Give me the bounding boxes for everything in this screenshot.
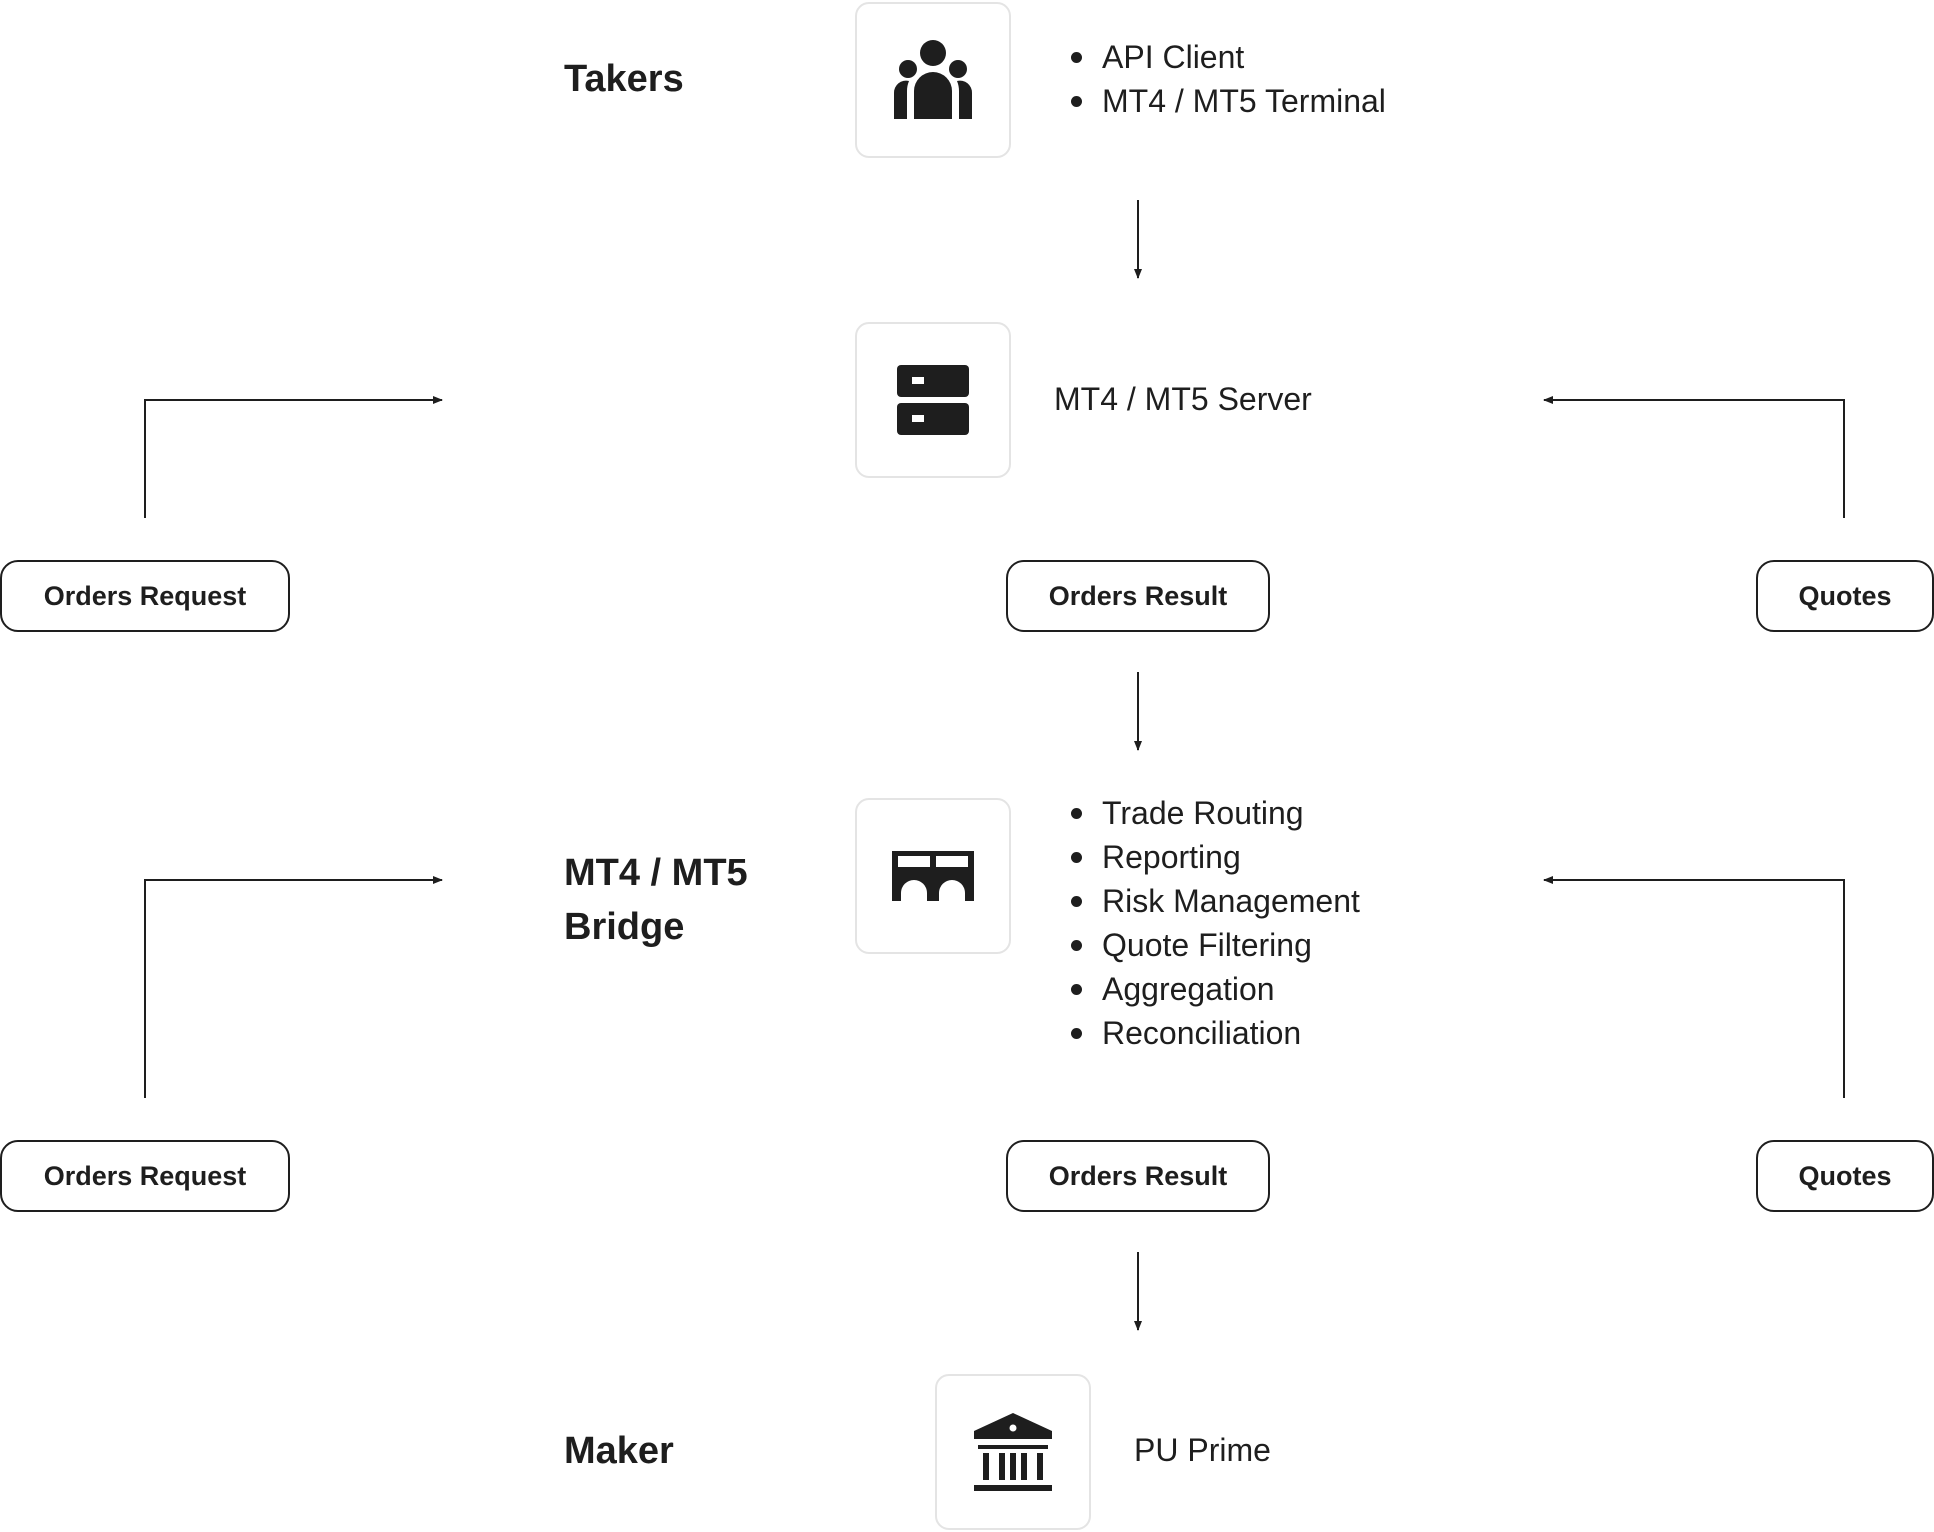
list-item: Aggregation [1070, 967, 1360, 1011]
bridge-list: Trade Routing Reporting Risk Management … [1070, 791, 1360, 1055]
list-item: Reporting [1070, 835, 1360, 879]
bank-icon [974, 1413, 1052, 1491]
takers-list: API Client MT4 / MT5 Terminal [1070, 35, 1386, 123]
bridge-icon-box [855, 798, 1011, 954]
arrow-lower-quotes [1543, 876, 1845, 1098]
list-item: Risk Management [1070, 879, 1360, 923]
arrow-upper-quotes [1543, 396, 1845, 518]
bridge-icon [892, 851, 974, 901]
upper-quotes-pill: Quotes [1756, 560, 1934, 632]
list-item: Reconciliation [1070, 1011, 1360, 1055]
maker-label: Maker [564, 1430, 674, 1472]
bridge-label-line1: MT4 / MT5 [564, 852, 748, 894]
server-icon-box [855, 322, 1011, 478]
users-icon [893, 40, 973, 119]
lower-orders-request-pill: Orders Request [0, 1140, 290, 1212]
arrow-upper-orders-request [144, 396, 443, 518]
list-item: Trade Routing [1070, 791, 1360, 835]
lower-orders-result-pill: Orders Result [1006, 1140, 1270, 1212]
takers-icon-box [855, 2, 1011, 158]
lower-quotes-pill: Quotes [1756, 1140, 1934, 1212]
upper-orders-request-pill: Orders Request [0, 560, 290, 632]
bridge-label-line2: Bridge [564, 906, 685, 948]
takers-label: Takers [564, 58, 684, 100]
maker-icon-box [935, 1374, 1091, 1530]
upper-orders-result-pill: Orders Result [1006, 560, 1270, 632]
list-item: MT4 / MT5 Terminal [1070, 79, 1386, 123]
server-label: MT4 / MT5 Server [1054, 381, 1312, 417]
list-item: API Client [1070, 35, 1386, 79]
list-item: Quote Filtering [1070, 923, 1360, 967]
bridge-label: MT4 / MT5 Bridge [564, 846, 748, 954]
arrow-lower-orders-request [144, 876, 443, 1098]
server-icon [897, 365, 969, 435]
maker-name: PU Prime [1134, 1432, 1271, 1468]
